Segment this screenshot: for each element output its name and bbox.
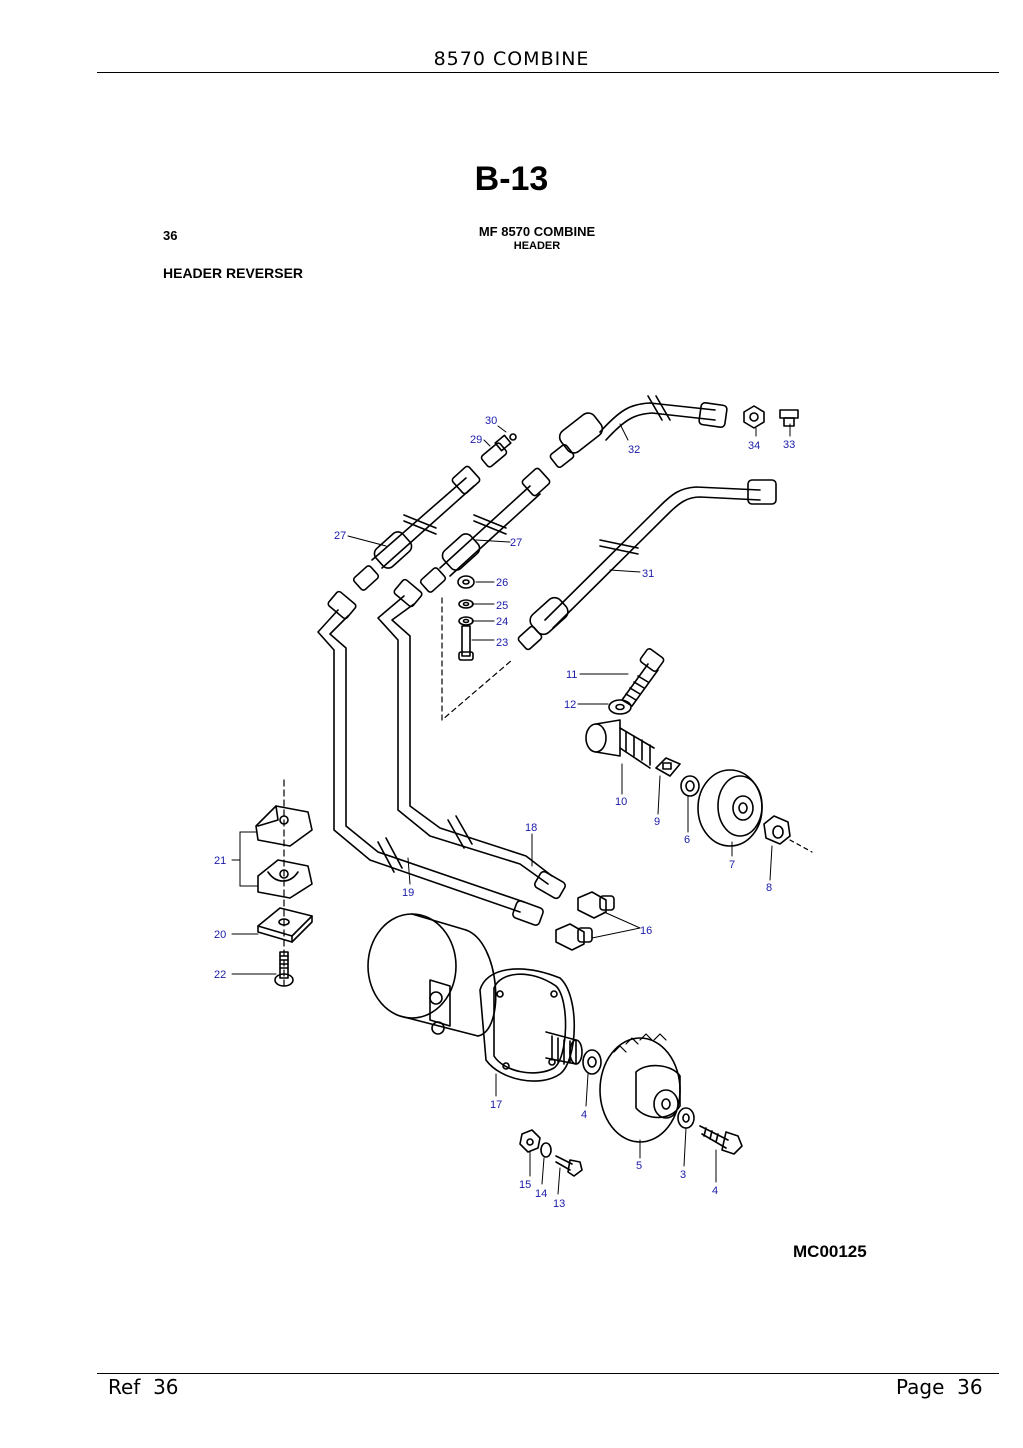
assembly-line bbox=[441, 597, 513, 721]
washer-9 bbox=[655, 757, 681, 777]
nut-8 bbox=[763, 815, 791, 845]
page-header-title: 8570 COMBINE bbox=[433, 48, 590, 70]
footer-page-label: Page bbox=[896, 1375, 945, 1399]
callout-13: 13 bbox=[553, 1198, 565, 1210]
hose-27-right bbox=[419, 467, 551, 593]
callout-5: 5 bbox=[636, 1160, 642, 1172]
callout-29: 29 bbox=[470, 434, 482, 446]
plate-20 bbox=[257, 907, 313, 943]
plate-code: B-13 bbox=[474, 160, 549, 198]
callout-21: 21 bbox=[214, 855, 226, 867]
washer-14 bbox=[540, 1142, 552, 1158]
callout-25: 25 bbox=[496, 600, 508, 612]
callout-17: 17 bbox=[490, 1099, 502, 1111]
callout-27-right: 27 bbox=[510, 537, 522, 549]
callout-9: 9 bbox=[654, 816, 660, 828]
nut-15 bbox=[519, 1129, 541, 1153]
callout-34: 34 bbox=[748, 440, 760, 452]
plate-ref-number: 36 bbox=[163, 228, 178, 243]
washer-6 bbox=[680, 775, 700, 797]
bolt-11 bbox=[621, 648, 665, 707]
washer-3 bbox=[677, 1107, 695, 1129]
callout-8: 8 bbox=[766, 882, 772, 894]
callout-16: 16 bbox=[640, 925, 652, 937]
assembly-line bbox=[789, 839, 813, 853]
hub bbox=[635, 1064, 681, 1119]
callout-23: 23 bbox=[496, 637, 508, 649]
callout-31: 31 bbox=[642, 568, 654, 580]
footer-ref: Ref 36 bbox=[108, 1375, 179, 1399]
callout-12: 12 bbox=[564, 699, 576, 711]
callout-labels: 30 29 32 34 33 27 27 26 25 24 23 31 11 1… bbox=[214, 415, 795, 1210]
footer-rule bbox=[97, 1373, 999, 1374]
leader-lines bbox=[231, 423, 791, 1195]
callout-11: 11 bbox=[566, 669, 577, 681]
callout-6: 6 bbox=[684, 834, 690, 846]
washer-25 bbox=[458, 599, 474, 609]
pipe-19 bbox=[317, 590, 544, 926]
plate-section-title: HEADER REVERSER bbox=[163, 265, 304, 281]
washer-12 bbox=[608, 699, 632, 715]
callout-19: 19 bbox=[402, 887, 414, 899]
callout-20: 20 bbox=[214, 929, 226, 941]
pulley-7 bbox=[697, 769, 763, 847]
footer-page: Page 36 bbox=[896, 1375, 983, 1399]
callout-24: 24 bbox=[496, 616, 508, 628]
adapter-29 bbox=[480, 433, 517, 468]
hydraulic-motor-17 bbox=[367, 913, 583, 1082]
callout-15: 15 bbox=[519, 1179, 531, 1191]
elbow-16-upper bbox=[577, 891, 615, 919]
shaft-10 bbox=[585, 719, 655, 769]
callout-22: 22 bbox=[214, 969, 226, 981]
header-rule bbox=[97, 72, 999, 73]
pipe-18 bbox=[377, 578, 566, 900]
fitting-33 bbox=[779, 409, 799, 427]
drawing-id: MC00125 bbox=[793, 1242, 867, 1261]
callout-27-left: 27 bbox=[334, 530, 346, 542]
hose-27-left bbox=[352, 465, 481, 591]
callout-26: 26 bbox=[496, 577, 508, 589]
footer-page-value: 36 bbox=[957, 1375, 983, 1399]
footer-ref-label: Ref bbox=[108, 1375, 141, 1399]
hose-31 bbox=[517, 479, 777, 651]
callout-33: 33 bbox=[783, 439, 795, 451]
callout-30: 30 bbox=[485, 415, 497, 427]
fitting-34 bbox=[743, 405, 765, 429]
callout-14: 14 bbox=[535, 1188, 547, 1200]
footer-ref-value: 36 bbox=[153, 1375, 179, 1399]
bolt-23 bbox=[458, 625, 474, 661]
clamp-21-lower bbox=[257, 859, 313, 899]
callout-18: 18 bbox=[525, 822, 537, 834]
bolt-4 bbox=[699, 1125, 743, 1155]
bolt-13 bbox=[555, 1155, 583, 1177]
callout-4-left: 4 bbox=[581, 1109, 587, 1121]
washer-4-left bbox=[582, 1049, 602, 1075]
callout-32: 32 bbox=[628, 444, 640, 456]
callout-4-right: 4 bbox=[712, 1185, 718, 1197]
callout-10: 10 bbox=[615, 796, 627, 808]
washer-24 bbox=[458, 616, 474, 626]
callout-3: 3 bbox=[680, 1169, 686, 1181]
sprocket-5 bbox=[599, 1033, 681, 1143]
elbow-16-lower bbox=[555, 923, 593, 951]
nut-26 bbox=[457, 575, 475, 589]
plate-group: HEADER bbox=[513, 240, 561, 252]
hose-32 bbox=[549, 395, 728, 469]
callout-7: 7 bbox=[729, 859, 735, 871]
plate-machine: MF 8570 COMBINE bbox=[478, 224, 596, 239]
